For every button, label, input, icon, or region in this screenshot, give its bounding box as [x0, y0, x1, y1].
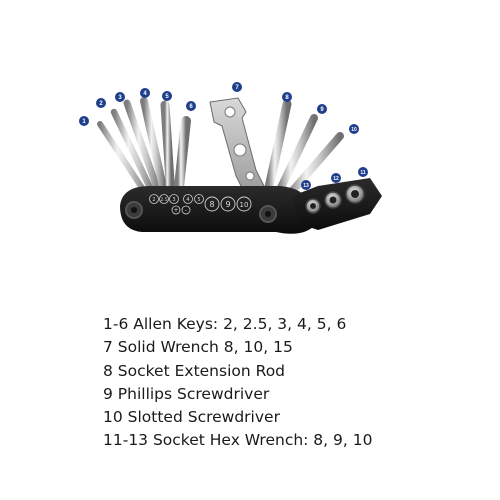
callout-labels: 1 2 3 4 5 6 7 8 9 10 11 12 13: [79, 82, 368, 190]
spec-item-slotted: 10 Slotted Screwdriver: [103, 408, 280, 427]
marking-text: 3: [172, 197, 175, 203]
label-2: 2: [99, 101, 103, 107]
label-6: 6: [189, 104, 193, 110]
socket-block: [292, 178, 382, 230]
label-8: 8: [285, 95, 289, 101]
spec-item-solid-wrench: 7 Solid Wrench 8, 10, 15: [103, 338, 293, 357]
marking-text: -: [185, 207, 187, 214]
label-5: 5: [165, 94, 169, 100]
label-13: 13: [303, 183, 309, 189]
label-9: 9: [320, 107, 324, 113]
label-4: 4: [143, 91, 147, 97]
tool-body: [120, 186, 316, 234]
allen-keys: [97, 97, 191, 203]
marking-text: 4: [186, 197, 189, 203]
label-12: 12: [333, 176, 339, 182]
marking-text: 10: [240, 201, 249, 209]
screwdrivers: [263, 99, 344, 200]
marking-text: 2.5: [160, 197, 167, 203]
spec-item-socket-hex: 11-13 Socket Hex Wrench: 8, 9, 10: [103, 431, 373, 450]
label-11: 11: [360, 170, 366, 176]
label-1: 1: [82, 119, 86, 125]
label-3: 3: [118, 95, 122, 101]
spec-item-extension-rod: 8 Socket Extension Rod: [103, 361, 286, 380]
label-10: 10: [351, 127, 357, 133]
body-markings: 2 2.5 3 + - 4 5 8 9 10: [149, 194, 252, 215]
marking-text: +: [173, 207, 178, 214]
marking-text: 9: [225, 200, 230, 209]
solid-wrench: [209, 97, 267, 197]
marking-text: 2: [152, 197, 155, 203]
spec-item-phillips: 9 Phillips Screwdriver: [103, 384, 270, 403]
marking-text: 5: [197, 197, 200, 203]
spec-item-allen-keys: 1-6 Allen Keys: 2, 2.5, 3, 4, 5, 6: [103, 315, 347, 333]
label-7: 7: [235, 85, 239, 91]
marking-text: 8: [209, 200, 214, 209]
spec-list: 1-6 Allen Keys: 2, 2.5, 3, 4, 5, 6 7 Sol…: [103, 313, 372, 453]
